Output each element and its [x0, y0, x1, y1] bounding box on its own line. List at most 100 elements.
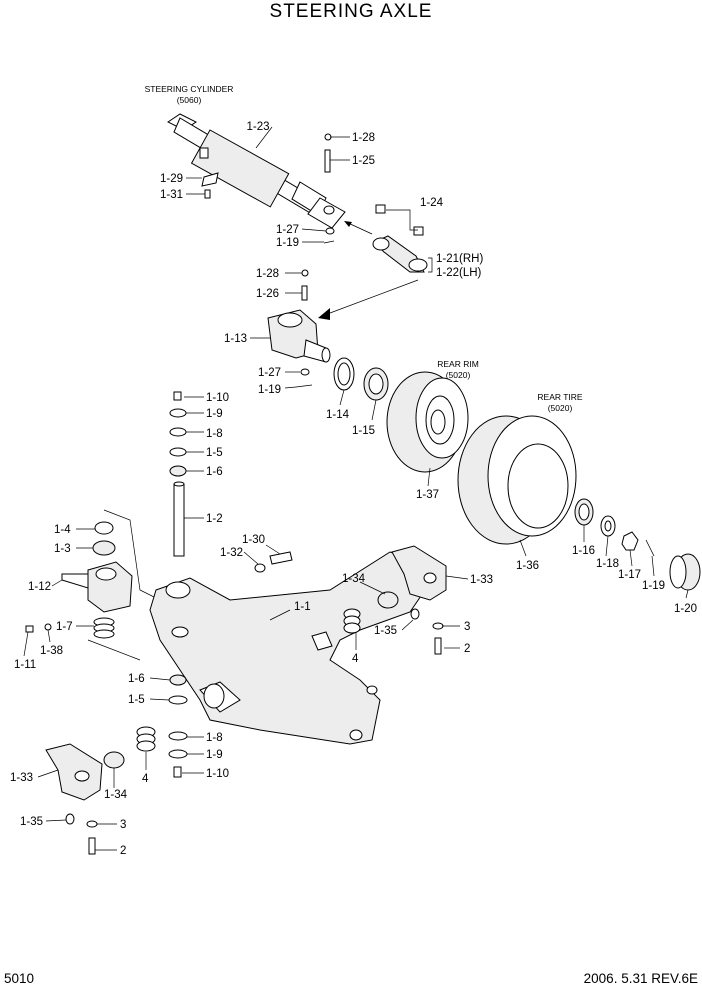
callout-label: 1-14 — [326, 409, 350, 421]
callout-label: 1-11 — [14, 659, 36, 671]
callout-label: 4 — [352, 653, 359, 665]
bolt-2-upper — [434, 637, 442, 655]
callout-label: 1-27 — [276, 224, 299, 236]
callout-labels: 1-23 1-28 1-25 1-29 1-31 1-24 1-27 1-19 … — [10, 121, 697, 857]
bolt-2-lower — [88, 837, 96, 855]
callout-label: 1-15 — [352, 425, 375, 437]
washer-1-27-upper — [325, 227, 335, 235]
cotter-pin-1-19 — [645, 539, 655, 557]
callout-label: 2 — [464, 643, 470, 655]
callout-label: 1-38 — [40, 645, 63, 657]
callout-label: 1-29 — [160, 173, 183, 185]
callout-label: 1-12 — [28, 581, 51, 593]
kingpin-stack-upper — [169, 391, 187, 557]
knuckle-1-13 — [267, 309, 331, 363]
callout-label: 1-8 — [206, 732, 223, 744]
steering-cylinder-name: STEERING CYLINDER — [145, 84, 234, 94]
steering-cylinder-ref: (5060) — [177, 95, 202, 105]
callout-label: 1-22(LH) — [436, 267, 482, 279]
grease-fitting-1-11 — [25, 625, 34, 633]
rear-rim-name: REAR RIM — [437, 359, 479, 369]
callout-label: 1-27 — [258, 367, 281, 379]
callout-label: 1-37 — [416, 489, 439, 501]
washer-3-lower — [86, 820, 98, 828]
callout-label: 1-16 — [572, 545, 595, 557]
callout-label: 1-19 — [276, 237, 299, 249]
date-revision: 2006. 5.31 REV.6E — [584, 971, 698, 986]
callout-label: 1-13 — [224, 333, 247, 345]
callout-label: 3 — [120, 819, 126, 831]
spring-4-lower — [136, 726, 156, 752]
callout-label: 1-20 — [674, 603, 697, 615]
steering-link — [372, 204, 428, 273]
callout-label: 1-9 — [206, 749, 223, 761]
callout-label: 1-24 — [420, 197, 444, 209]
callout-label: 1-19 — [642, 580, 665, 592]
bolt-1-28-mid — [301, 269, 309, 277]
callout-label: 1-8 — [206, 428, 223, 440]
rear-rim-1-37 — [386, 371, 469, 473]
callout-label: 1-35 — [20, 816, 43, 828]
callout-label: 1-32 — [220, 547, 243, 559]
bolt-1-28-top — [324, 133, 332, 173]
callout-label: 1-28 — [352, 132, 375, 144]
callout-label: 3 — [464, 621, 470, 633]
callout-label: 1-19 — [258, 384, 281, 396]
callout-label: 1-17 — [618, 569, 641, 581]
bolt-1-31 — [204, 189, 211, 199]
rear-tire-name: REAR TIRE — [537, 392, 583, 402]
bolt-1-35-lower — [65, 813, 75, 825]
callout-label: 1-1 — [294, 601, 311, 613]
callout-label: 1-30 — [242, 534, 265, 546]
callout-label: 1-33 — [470, 574, 493, 586]
nut-1-17 — [621, 531, 639, 551]
callout-label: 1-23 — [246, 121, 269, 133]
mount-1-33-lower — [45, 743, 103, 801]
callout-label: 1-9 — [206, 408, 223, 420]
callout-label: 1-36 — [516, 560, 539, 572]
callout-label: 1-34 — [104, 789, 128, 801]
knuckle-1-12 — [61, 521, 133, 613]
rear-rim-ref: (5020) — [446, 370, 471, 380]
bolt-1-30 — [269, 551, 293, 565]
hub-cap-1-20 — [669, 553, 701, 591]
callout-label: 1-5 — [206, 447, 223, 459]
kingpin-stack-lower — [168, 674, 188, 778]
callout-label: 1-6 — [206, 466, 223, 478]
rear-tire-ref: (5020) — [548, 403, 573, 413]
callout-label: 1-6 — [128, 673, 145, 685]
callout-label: 1-10 — [206, 768, 229, 780]
washer-3-upper — [432, 622, 444, 630]
callout-label: 1-18 — [596, 558, 619, 570]
callout-label: 2 — [120, 845, 126, 857]
pin-1-38 — [44, 623, 52, 631]
bush-1-34-upper — [377, 591, 399, 609]
mount-1-33-upper — [391, 545, 447, 601]
nut-1-32 — [254, 563, 266, 573]
callout-label: 1-3 — [54, 543, 71, 555]
callout-label: 1-21(RH) — [436, 253, 483, 265]
rear-tire-1-36 — [457, 415, 577, 545]
axle-1-1 — [149, 551, 441, 745]
callout-label: 1-26 — [256, 288, 279, 300]
page-title: STEERING AXLE — [270, 1, 433, 22]
steering-cylinder — [167, 113, 346, 229]
callout-label: 1-10 — [206, 392, 229, 404]
callout-label: 1-25 — [352, 155, 375, 167]
callout-label: 1-34 — [342, 573, 366, 585]
bush-1-34-lower — [103, 751, 125, 769]
plate-1-29 — [201, 172, 219, 187]
callout-label: 4 — [142, 773, 149, 785]
callout-label: 1-31 — [160, 189, 183, 201]
callout-label: 1-5 — [128, 694, 145, 706]
callout-label: 1-2 — [206, 513, 223, 525]
bolt-1-35-upper — [410, 608, 420, 620]
spring-1-7 — [93, 617, 115, 639]
spring-4-upper — [343, 608, 361, 634]
leader-lines — [23, 126, 689, 851]
callout-label: 1-28 — [256, 268, 279, 280]
callout-label: 1-4 — [54, 524, 71, 536]
callout-label: 1-33 — [10, 772, 33, 784]
callout-label: 1-35 — [374, 625, 397, 637]
